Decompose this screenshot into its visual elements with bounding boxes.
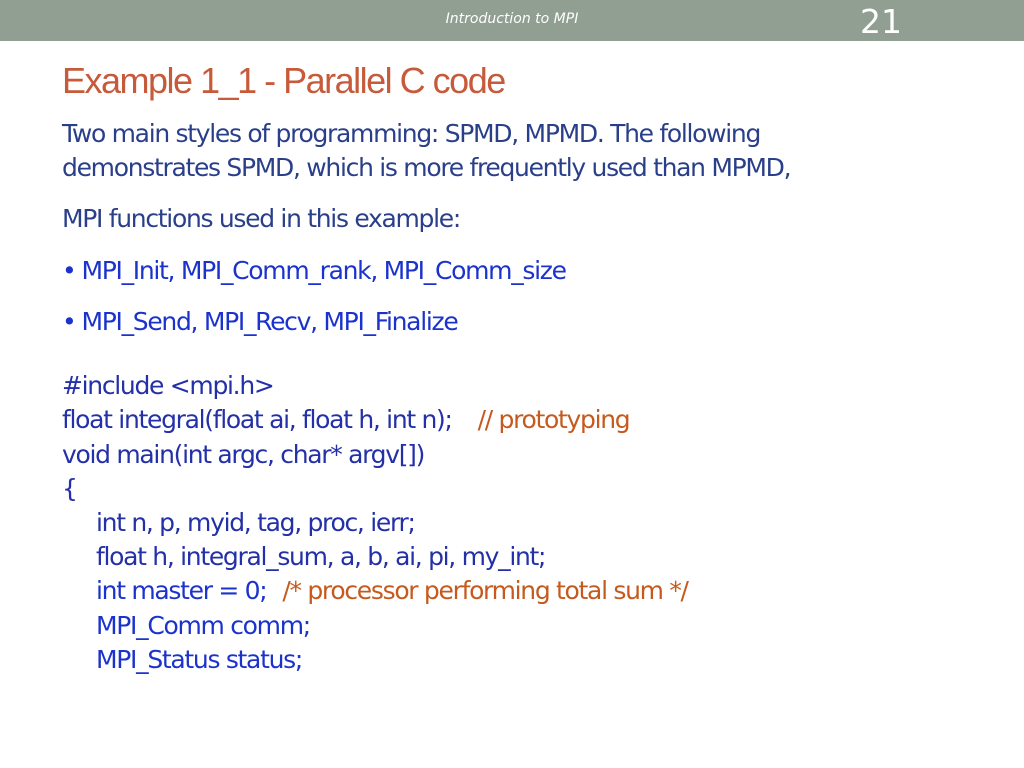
code-line: float h, integral_sum, a, b, ai, pi, my_…: [96, 542, 546, 571]
intro-line-2: demonstrates SPMD, which is more frequen…: [62, 153, 792, 182]
code-text: float integral(float ai, float h, int n)…: [62, 405, 453, 434]
bullet-text: MPI_Send, MPI_Recv, MPI_Finalize: [81, 307, 458, 336]
bullet-text: MPI_Init, MPI_Comm_rank, MPI_Comm_size: [81, 256, 567, 285]
header-bar: Introduction to MPI 21: [0, 0, 1024, 41]
intro-line-1: Two main styles of programming: SPMD, MP…: [62, 119, 761, 148]
code-line: float integral(float ai, float h, int n)…: [62, 405, 631, 434]
bullet-marker: •: [62, 307, 77, 336]
slide-title: Example 1_1 - Parallel C code: [62, 60, 506, 101]
functions-heading: MPI functions used in this example:: [62, 204, 461, 233]
code-line: MPI_Comm comm;: [96, 611, 311, 640]
code-comment: /* processor performing total sum */: [282, 576, 689, 605]
code-line: void main(int argc, char* argv[]): [62, 440, 425, 469]
bullet-item: •MPI_Init, MPI_Comm_rank, MPI_Comm_size: [62, 256, 567, 285]
header-title: Introduction to MPI: [445, 11, 579, 27]
code-text: int master = 0;: [96, 576, 268, 605]
code-line: #include <mpi.h>: [62, 371, 275, 400]
code-line: MPI_Status status;: [96, 645, 303, 674]
code-comment: // prototyping: [477, 405, 631, 434]
code-line: int master = 0; /* processor performing t…: [62, 576, 689, 605]
bullet-marker: •: [62, 256, 77, 285]
bullet-item: •MPI_Send, MPI_Recv, MPI_Finalize: [62, 307, 459, 336]
code-line: {: [62, 474, 78, 503]
code-line: int n, p, myid, tag, proc, ierr;: [96, 508, 416, 537]
page-number: 21: [860, 2, 902, 41]
